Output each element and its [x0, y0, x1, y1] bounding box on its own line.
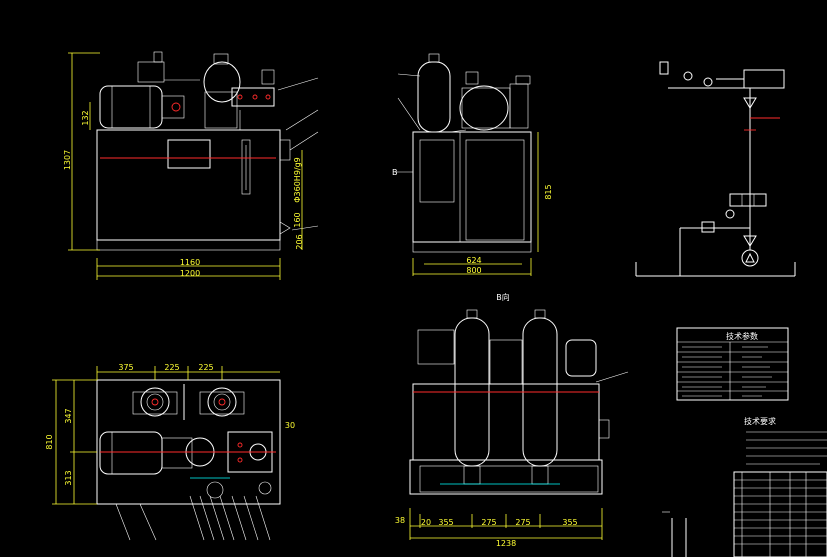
rear-motor [565, 339, 597, 377]
title-block [662, 471, 827, 557]
side-pump [459, 85, 509, 131]
dim-rear-seg1: 20 [421, 518, 431, 527]
dim-front-height-total: 1307 [63, 150, 72, 170]
schematic-pump [741, 249, 759, 267]
rear-tank-outline [412, 383, 600, 461]
dim-front-width-inner: 1160 [180, 258, 200, 267]
dim-rear-width-total: 1238 [496, 539, 516, 548]
dim-rear-base: 38 [395, 516, 405, 525]
side-section-label: B [392, 168, 398, 177]
dim-front-width-total: 1200 [180, 269, 200, 278]
dim-front-port-size: Φ360H9/g9 [293, 157, 302, 203]
side-view: B 815 624 800 [392, 53, 553, 276]
rear-base [409, 459, 603, 495]
front-motor [99, 85, 163, 129]
dim-side-height: 815 [544, 184, 553, 199]
dim-side-width-inner: 624 [466, 256, 481, 265]
top-motor [99, 431, 163, 475]
side-tank-outline [412, 131, 532, 243]
front-pump [203, 61, 241, 103]
tech-params-title: 技术参数 [726, 331, 758, 341]
tech-params-table: 技术参数 [676, 327, 789, 401]
dim-front-motor-height: 132 [81, 110, 90, 125]
top-filter-right [207, 387, 237, 417]
dim-front-base-height: 206 [295, 234, 304, 249]
dim-top-1: 375 [118, 363, 133, 372]
dim-rear-seg2: 355 [438, 518, 453, 527]
dim-side-width-total: 800 [466, 266, 481, 275]
top-filter-left [140, 387, 170, 417]
schematic-cylinder [743, 69, 785, 89]
tech-req-title: 技术要求 [744, 416, 776, 426]
rear-view: B向 38 20 355 275 275 355 1238 [395, 292, 629, 548]
front-nameplate [167, 139, 211, 169]
dim-top-right: 30 [285, 421, 295, 430]
front-tank-outline [96, 129, 281, 241]
rear-view-label: B向 [496, 292, 510, 302]
hydraulic-schematic [635, 61, 796, 277]
side-accumulator [417, 61, 451, 133]
front-base [96, 239, 281, 251]
dim-top-depth-lower: 313 [64, 470, 73, 485]
dim-top-3: 225 [198, 363, 213, 372]
dim-rear-seg3: 275 [481, 518, 496, 527]
dim-top-2: 225 [164, 363, 179, 372]
dim-top-depth-total: 810 [45, 434, 54, 449]
front-view: 1307 132 Φ360H9/g9 160 206 1160 1200 [63, 51, 319, 280]
tech-requirements: 技术要求 [744, 416, 827, 465]
schematic-directional-valve [729, 193, 767, 207]
dim-top-depth-upper: 347 [64, 408, 73, 423]
front-valve-block [231, 87, 275, 107]
top-tank-outline [96, 379, 281, 505]
dim-front-base-offset: 160 [293, 212, 302, 227]
top-view: 375 225 225 810 347 313 30 [45, 363, 295, 541]
dim-rear-seg5: 355 [562, 518, 577, 527]
dim-rear-seg4: 275 [515, 518, 530, 527]
